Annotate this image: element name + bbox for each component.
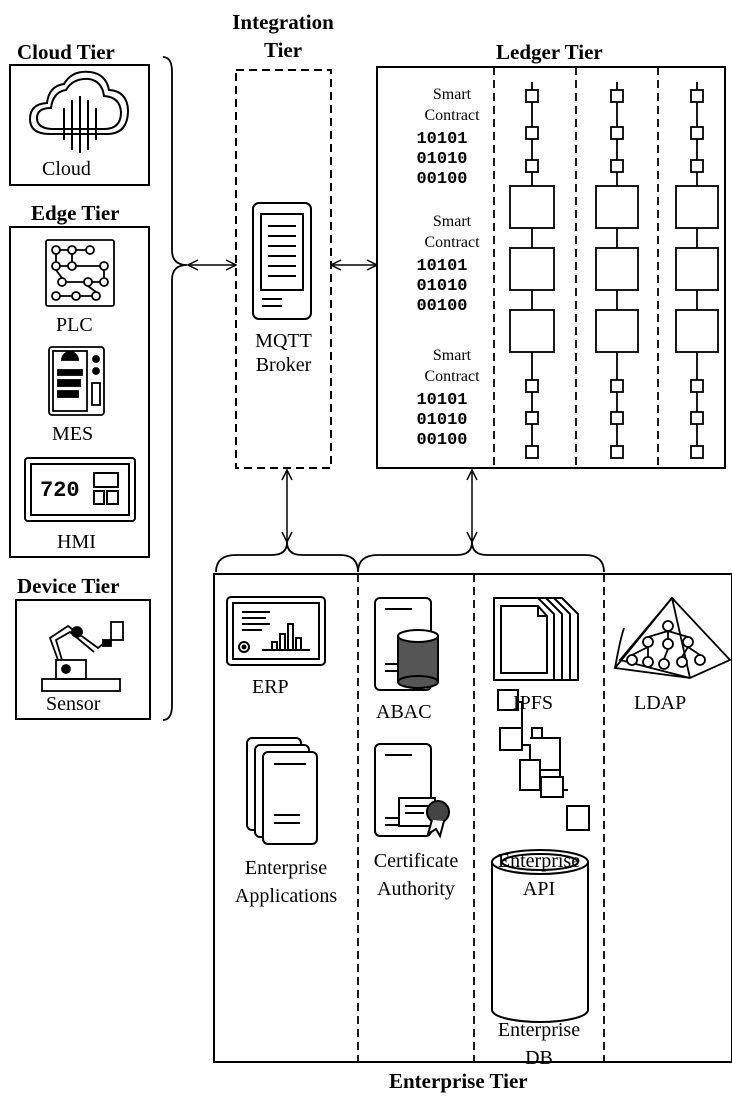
ipfs-label: IPFS [513,692,554,714]
left-brace [162,56,188,721]
ldap-pyramid-icon [613,596,732,679]
sensor-label: Sensor [46,693,101,715]
enterprise-applications-label: Enterprise Applications [234,857,338,907]
server-icon [252,202,312,320]
plc-label: PLC [56,314,93,336]
edge-box [9,226,150,558]
ledger-mini-block [690,445,704,459]
hmi-screen-icon [24,457,136,522]
brace-enterprise-right [357,541,605,573]
binary-data: 10101 01010 00100 [416,130,468,189]
ledger-mini-block [610,445,624,459]
ledger-mini-block [525,379,539,393]
ledger-mini-block [525,126,539,140]
ledger-block [675,247,719,291]
ledger-mini-block [610,411,624,425]
ledger-tier-title: Ledger Tier [496,40,603,64]
ipfs-documents-icon [493,597,579,681]
cloud-box [9,64,150,186]
enterprise-api-label: Enterprise API [497,850,581,900]
mes-label: MES [52,423,94,445]
smart-contract-label: Smart Contract [424,213,480,251]
ledger-mini-block [610,379,624,393]
abac-server-db-icon [374,597,439,691]
cloud-tier-title: Cloud Tier [17,40,115,64]
ledger-block [509,247,555,291]
smart-contract-label: Smart Contract [424,347,480,385]
ledger-mini-block [690,411,704,425]
ledger-block [595,309,639,353]
enterprise-tier-title: Enterprise Tier [389,1069,528,1093]
ledger-mini-block [610,126,624,140]
ledger-box [376,66,726,469]
binary-data: 10101 01010 00100 [416,257,468,316]
enterprise-api-flow-icon [497,689,590,831]
cloud-icon [28,70,130,153]
hmi-display-value: 720 [40,478,80,503]
ledger-block [675,309,719,353]
ledger-mini-block [690,126,704,140]
ledger-mini-block [610,159,624,173]
ledger-mini-block [690,89,704,103]
certificate-authority-label: Certificate Authority [373,850,459,900]
blockchains [509,82,719,459]
brace-enterprise-left [215,541,359,573]
hmi-label: HMI [57,531,96,553]
edge-tier-title: Edge Tier [31,201,120,225]
cloud-label: Cloud [42,158,91,180]
enterprise-db-label: Enterprise DB [497,1019,581,1069]
ledger-mini-block [525,445,539,459]
ledger-mini-block [525,89,539,103]
mes-panel-icon [48,346,105,416]
ledger-block [595,185,639,229]
abac-label: ABAC [376,701,432,723]
ledger-mini-block [610,89,624,103]
integration-tier-title: Integration Tier [232,10,334,62]
smart-contract-label: Smart Contract [424,86,480,124]
enterprise-apps-icon [246,737,318,845]
ledger-block [675,185,719,229]
ledger-mini-block [690,379,704,393]
device-box [15,599,151,720]
ledger-mini-block [525,411,539,425]
ledger-block [509,309,555,353]
ledger-block [595,247,639,291]
ldap-label: LDAP [634,692,687,714]
ledger-mini-block [525,159,539,173]
enterprise-db-icon [491,849,589,1023]
mqtt-broker-label: MQTT Broker [255,330,312,376]
erp-label: ERP [252,676,289,698]
enterprise-box [213,573,732,1063]
plc-circuit-icon [45,239,115,307]
binary-data: 10101 01010 00100 [416,391,468,450]
device-tier-title: Device Tier [17,574,120,598]
erp-dashboard-icon [226,596,326,666]
ledger-mini-block [690,159,704,173]
certificate-authority-icon [374,743,450,839]
robot-arm-icon [41,621,124,692]
integration-box [235,69,332,469]
ledger-block [509,185,555,229]
